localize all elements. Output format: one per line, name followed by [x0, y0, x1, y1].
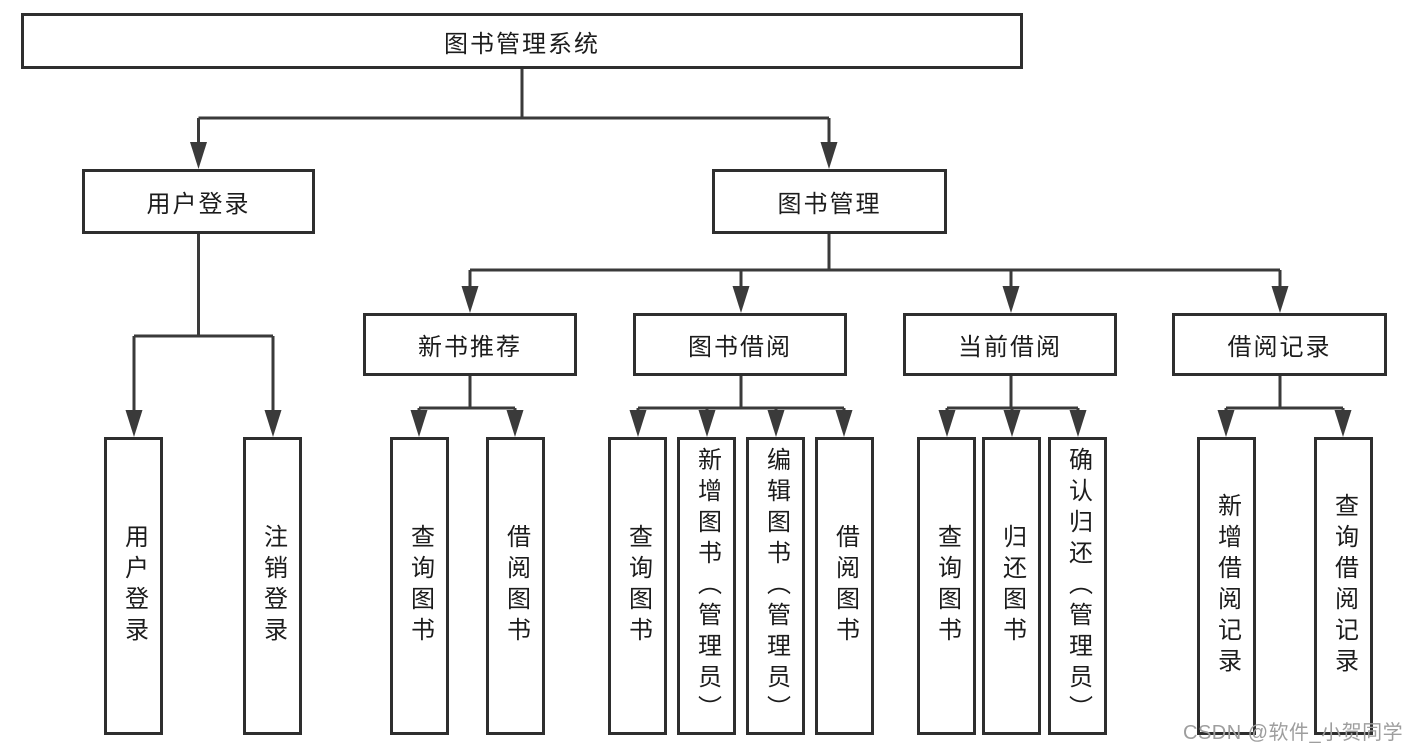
leaf-query-books-recommend: 查询图书	[390, 437, 449, 735]
leaf-edit-books-admin: 编辑图书（管理员）	[746, 437, 805, 735]
leaf-return-books: 归还图书	[982, 437, 1041, 735]
leaf-logout: 注销登录	[243, 437, 302, 735]
leaf-add-books-admin: 新增图书（管理员）	[677, 437, 736, 735]
csdn-watermark: CSDN @软件_小贺同学	[1183, 722, 1404, 744]
node-book-management: 图书管理	[712, 169, 947, 234]
leaf-borrow-books-recommend: 借阅图书	[486, 437, 545, 735]
leaf-borrow-books-borrowing: 借阅图书	[815, 437, 874, 735]
node-book-borrowing: 图书借阅	[633, 313, 847, 376]
arrowheads	[125, 142, 1352, 437]
leaf-query-borrow-record: 查询借阅记录	[1314, 437, 1373, 735]
node-root-library-system: 图书管理系统	[21, 13, 1023, 69]
leaf-confirm-return-admin: 确认归还（管理员）	[1048, 437, 1107, 735]
node-new-book-recommend: 新书推荐	[363, 313, 577, 376]
leaf-query-books-borrowing: 查询图书	[608, 437, 667, 735]
node-user-login: 用户登录	[82, 169, 315, 234]
leaf-user-login: 用户登录	[104, 437, 163, 735]
node-current-borrowing: 当前借阅	[903, 313, 1117, 376]
node-borrowing-records: 借阅记录	[1172, 313, 1387, 376]
leaf-query-books-current: 查询图书	[917, 437, 976, 735]
leaf-add-borrow-record: 新增借阅记录	[1197, 437, 1256, 735]
